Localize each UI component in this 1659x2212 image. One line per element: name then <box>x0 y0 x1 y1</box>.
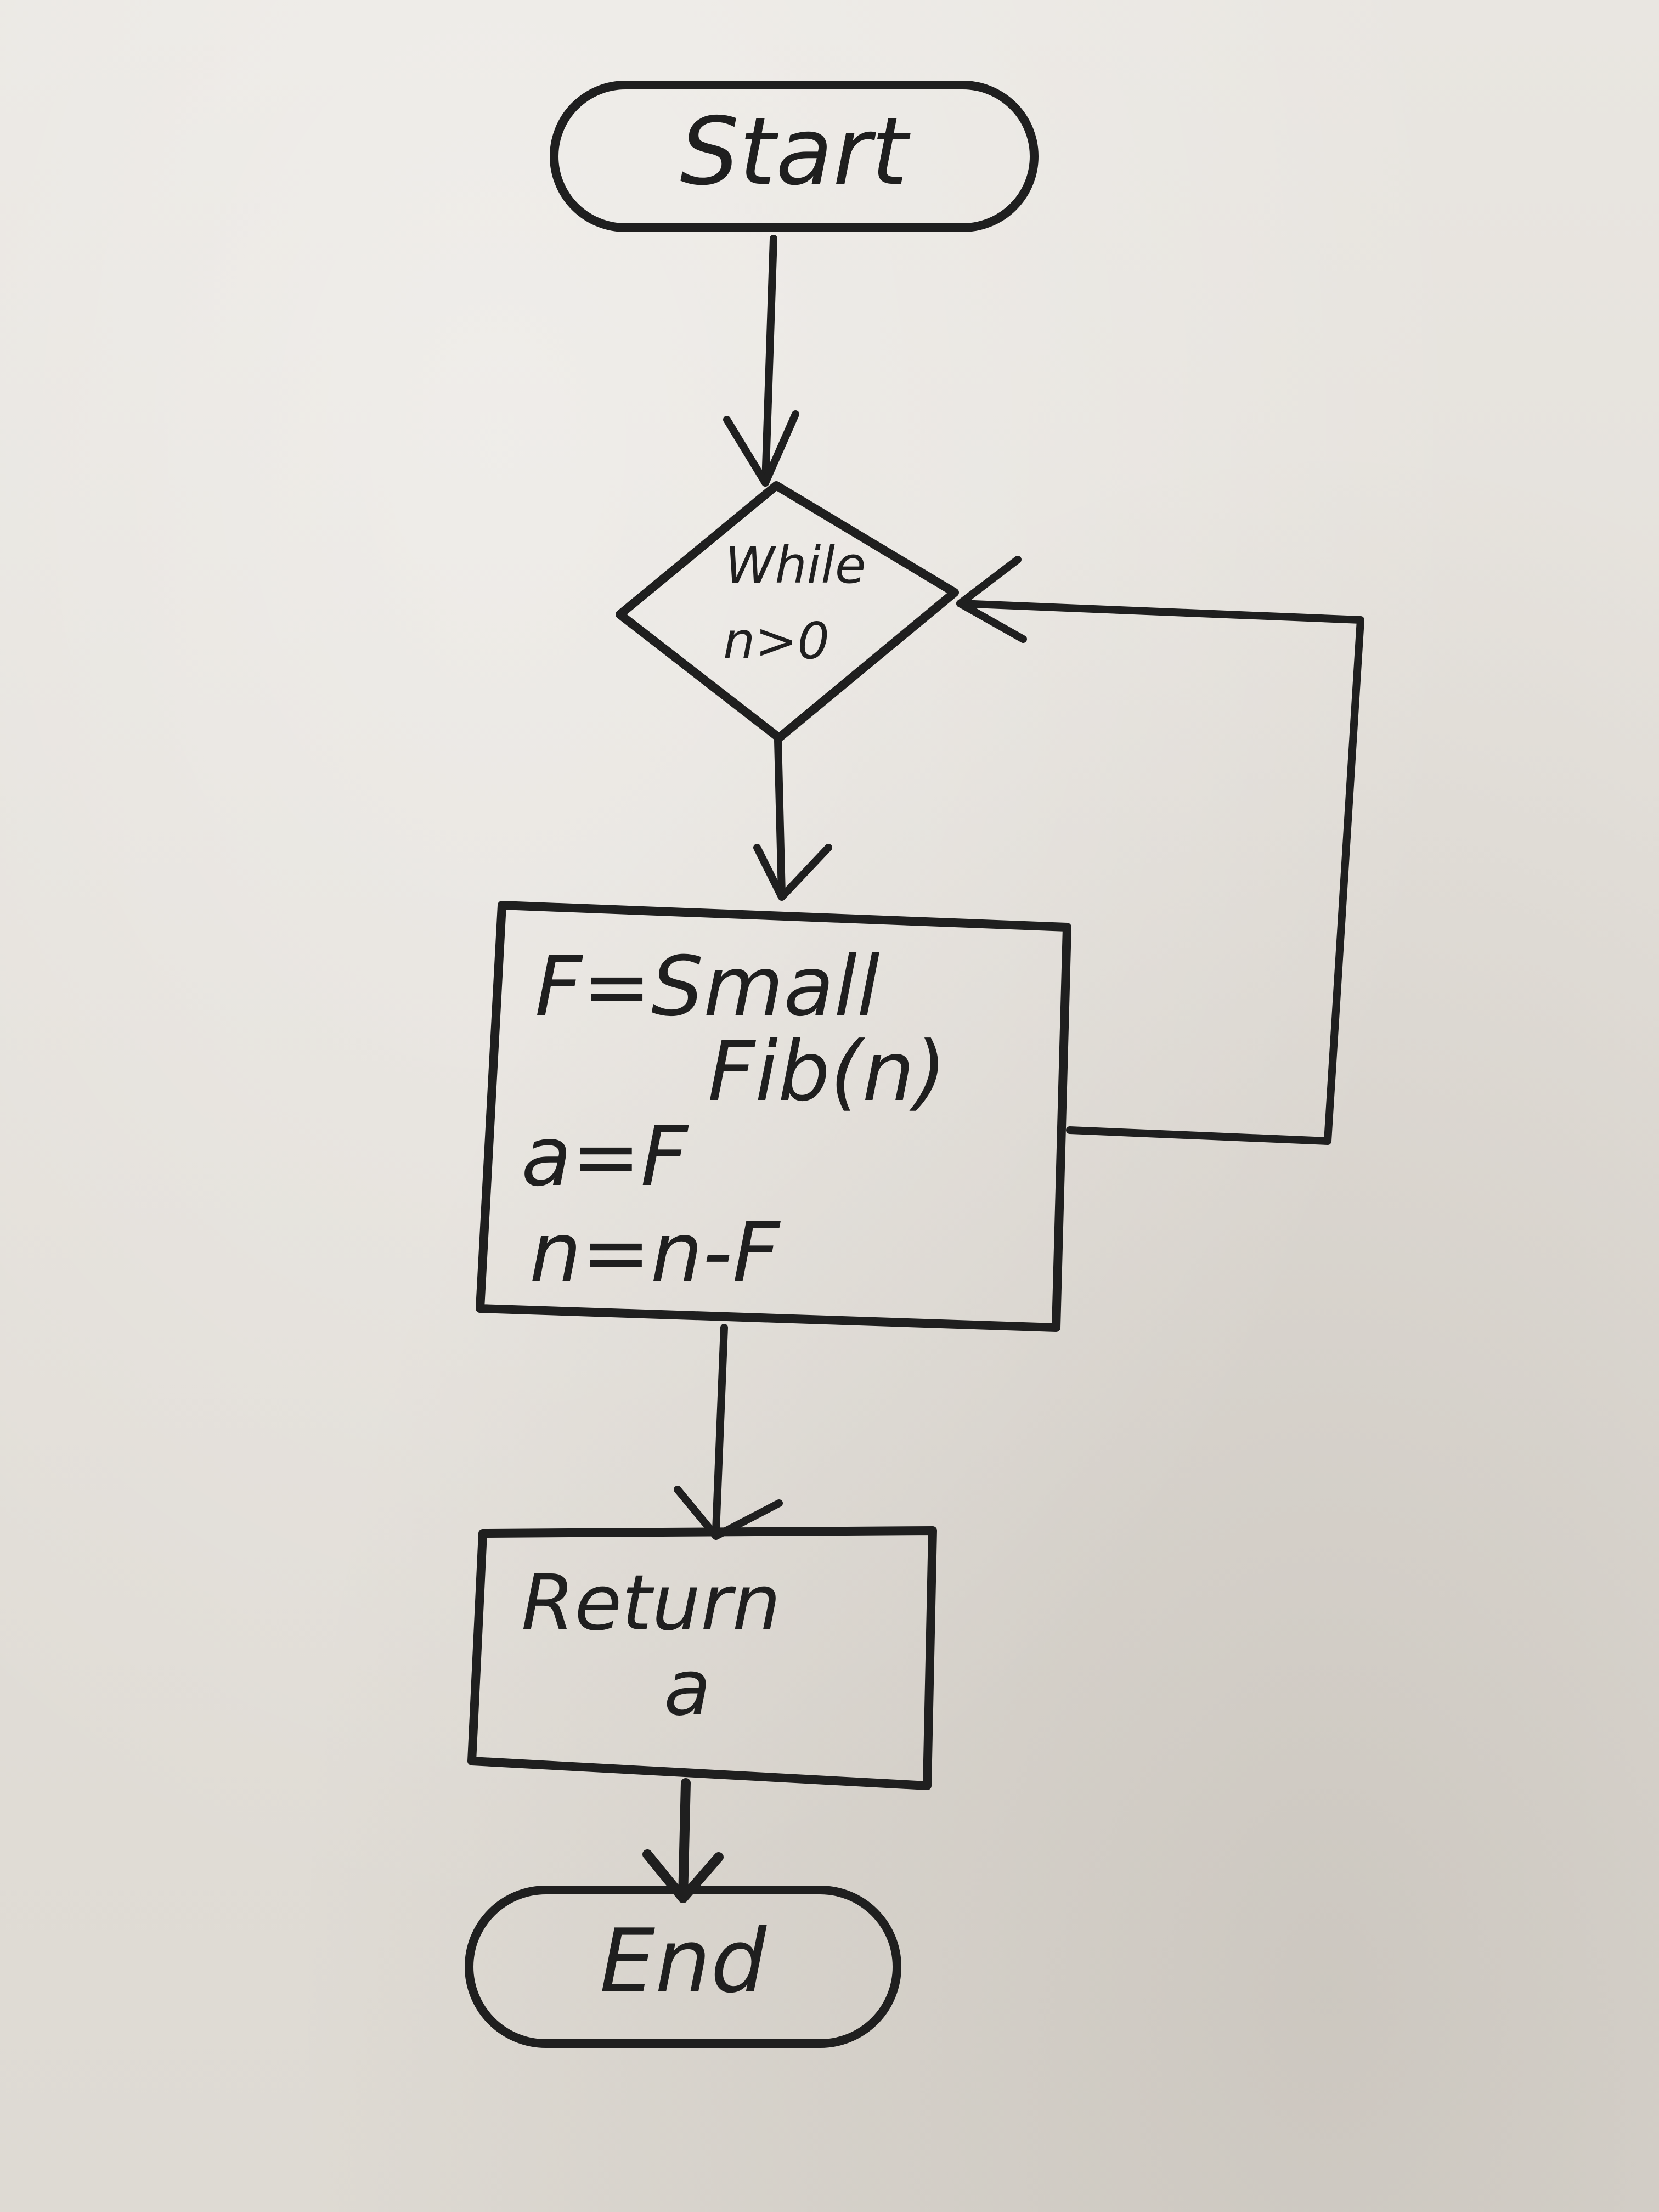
return-line-1: Return <box>521 1559 781 1648</box>
process-line-2: Fib(n) <box>708 1024 946 1120</box>
arrow-return-to-end <box>642 1778 724 1903</box>
arrow-decision-to-process <box>753 737 832 901</box>
decision-line-2: n>0 <box>723 612 830 670</box>
arrow-process-to-return <box>674 1324 783 1540</box>
process-box: F=Small Fib(n) a=F n=n-F <box>476 901 1071 1332</box>
loop-back-arrow <box>956 556 1364 1145</box>
while-decision: While n>0 <box>616 481 959 742</box>
start-label: Start <box>680 98 911 206</box>
arrow-start-to-decision <box>723 235 799 487</box>
start-terminal: Start <box>550 81 1039 232</box>
decision-line-1: While <box>725 536 866 595</box>
process-line-1: F=Small <box>535 939 880 1035</box>
return-line-2: a <box>664 1644 711 1733</box>
end-terminal: End <box>465 1886 901 2048</box>
process-line-4: n=n-F <box>529 1205 781 1301</box>
process-line-3: a=F <box>521 1109 690 1205</box>
end-label: End <box>600 1910 768 2012</box>
return-box: Return a <box>467 1526 937 1790</box>
